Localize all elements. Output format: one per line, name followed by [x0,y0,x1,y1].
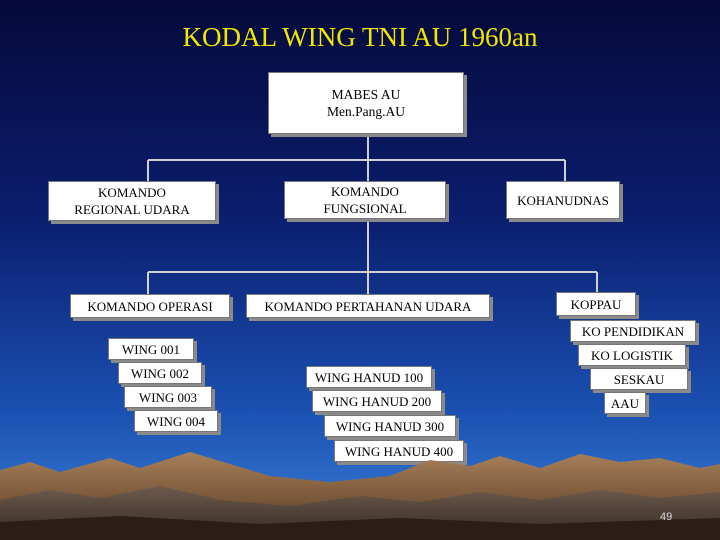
ko-logistik-box: KO LOGISTIK [578,344,686,366]
wing-003-box: WING 003 [124,386,212,408]
komando-operasi-box: KOMANDO OPERASI [70,294,230,318]
slide-title: KODAL WING TNI AU 1960an [182,22,538,52]
menpang-au-label: Men.Pang.AU [327,104,405,119]
kohanudnas-box: KOHANUDNAS [506,181,620,219]
wing-002-box: WING 002 [118,362,202,384]
ko-pendidikan-box: KO PENDIDIKAN [570,320,696,342]
seskau-box: SESKAU [590,368,688,390]
mabes-au-label: MABES AU [331,87,401,102]
mabes-au-box: MABES AU Men.Pang.AU [268,72,464,134]
wing-hanud-400-box: WING HANUD 400 [334,440,464,462]
wing-hanud-200-box: WING HANUD 200 [312,390,442,412]
page-number: 49 [660,511,673,523]
wing-001-box: WING 001 [108,338,194,360]
aau-box: AAU [604,392,646,414]
wing-hanud-100-box: WING HANUD 100 [306,366,432,388]
wing-hanud-300-box: WING HANUD 300 [324,415,456,437]
komando-pertahanan-box: KOMANDO PERTAHANAN UDARA [246,294,490,318]
komando-fungsional-box: KOMANDO FUNGSIONAL [284,181,446,219]
mountain-landscape [0,452,720,540]
wing-004-box: WING 004 [134,410,218,432]
koppau-box: KOPPAU [556,292,636,316]
komando-regional-box: KOMANDO REGIONAL UDARA [48,181,216,221]
